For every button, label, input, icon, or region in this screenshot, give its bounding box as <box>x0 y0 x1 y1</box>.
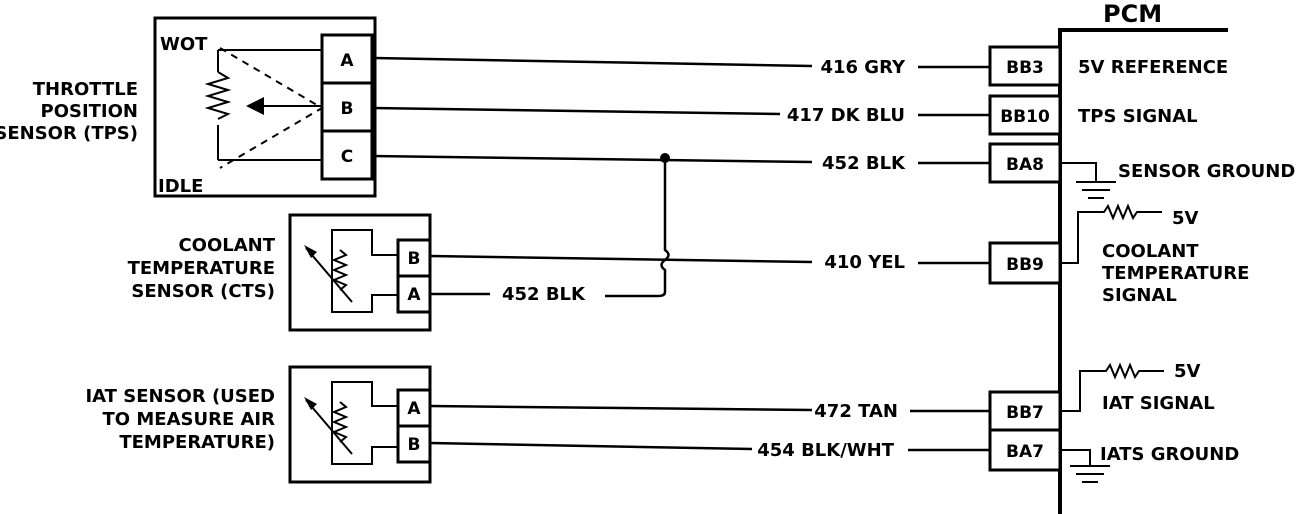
wire-416-left <box>371 56 813 68</box>
pcm-terminal-bb10-label: BB10 <box>1000 107 1050 127</box>
cts-pin-b: B <box>408 249 421 269</box>
iat-pin-b: B <box>408 435 421 455</box>
iat-label-line1: IAT SENSOR (USED <box>85 386 275 407</box>
wire-472-left <box>429 404 813 412</box>
pcm-bb3-function: 5V REFERENCE <box>1078 57 1228 78</box>
tps-pin-b: B <box>341 99 354 119</box>
pcm-terminal-bb9-label: BB9 <box>1006 255 1044 275</box>
cts-variable-arrow <box>305 247 353 303</box>
pcm-bb9-function-line3: SIGNAL <box>1102 285 1177 306</box>
pcm-terminal-ba7 <box>988 428 1062 472</box>
iat-variable-arrow <box>305 399 353 455</box>
cts-pin-b-box <box>396 238 432 278</box>
pcm-title: PCM <box>1103 0 1162 28</box>
iat-thermistor-icon <box>331 401 349 443</box>
pcm-outline <box>1058 28 1228 514</box>
pcm-bb7-function: IAT SIGNAL <box>1102 393 1215 414</box>
pcm-terminal-bb3 <box>988 45 1062 87</box>
tps-sensor: WOT IDLE A B C <box>153 16 377 198</box>
pcm-bb9-function-line1: COOLANT <box>1102 241 1199 262</box>
iat-label-line3: TEMPERATURE) <box>119 432 275 453</box>
pcm-terminal-bb10 <box>988 94 1062 136</box>
iat-pullup-resistor-icon <box>1060 362 1164 412</box>
cts-pullup-resistor-icon <box>1060 203 1162 264</box>
cts-pin-a: A <box>407 285 421 305</box>
tps-pin-c-box <box>320 129 374 181</box>
wire-454-label: 454 BLK/WHT <box>757 440 894 461</box>
wire-417-label: 417 DK BLU <box>787 105 905 126</box>
iat-element-outline <box>331 381 398 465</box>
tps-label-line2: POSITION <box>41 101 139 122</box>
pcm-terminal-bb7-label: BB7 <box>1006 403 1044 423</box>
cts-thermistor-icon <box>331 249 349 291</box>
sensor-ground-icon <box>1060 162 1116 199</box>
tps-internal-leads <box>217 49 322 161</box>
tps-label-line1: THROTTLE <box>33 79 138 100</box>
cts-label-line1: COOLANT <box>178 235 275 256</box>
wire-410-label: 410 YEL <box>824 252 905 273</box>
tps-resistor-icon <box>204 71 232 120</box>
cts-arrow-head-icon <box>304 245 317 258</box>
wire-454-left <box>429 441 753 451</box>
iat-pin-b-box <box>396 424 432 464</box>
wire-410-left <box>429 254 813 264</box>
tps-wiper-arrow-icon <box>246 97 264 115</box>
pcm-ba8-function: SENSOR GROUND <box>1118 161 1295 182</box>
wire-452-splice-drop <box>605 158 670 298</box>
tps-pin-c: C <box>341 147 353 167</box>
cts-label-line2: TEMPERATURE <box>128 258 275 279</box>
tps-wot-label: WOT <box>160 34 208 55</box>
cts-pullup-5v: 5V <box>1172 208 1199 229</box>
cts-element-outline <box>331 229 398 313</box>
iat-pin-a: A <box>407 399 421 419</box>
wire-452-cts-label: 452 BLK <box>502 284 586 305</box>
wire-452-left <box>371 154 813 164</box>
pcm-terminal-ba8-label: BA8 <box>1006 155 1044 175</box>
wire-417-left <box>371 106 781 116</box>
wire-452-label: 452 BLK <box>822 153 906 174</box>
wire-472-label: 472 TAN <box>814 401 898 422</box>
wire-416-label: 416 GRY <box>820 57 905 78</box>
pcm-ba7-function: IATS GROUND <box>1100 444 1239 465</box>
cts-label-line3: SENSOR (CTS) <box>131 281 275 302</box>
cts-sensor: B A <box>288 213 432 332</box>
pcm-terminal-ba8 <box>988 142 1062 184</box>
iat-label-line2: TO MEASURE AIR <box>103 409 276 430</box>
iats-ground-icon <box>1060 449 1110 483</box>
pcm-terminal-ba7-label: BA7 <box>1006 442 1044 462</box>
pcm-terminal-bb7 <box>988 390 1062 432</box>
tps-label-line3: SENSOR (TPS) <box>0 123 138 144</box>
iat-pullup-5v: 5V <box>1174 361 1201 382</box>
pcm-terminal-bb3-label: BB3 <box>1006 58 1044 78</box>
tps-pin-a: A <box>340 51 354 71</box>
pcm-bb10-function: TPS SIGNAL <box>1078 106 1198 127</box>
iat-sensor: A B <box>288 365 432 484</box>
pcm-bb9-function-line2: TEMPERATURE <box>1102 263 1249 284</box>
iat-arrow-head-icon <box>304 397 317 410</box>
tps-idle-label: IDLE <box>158 176 203 197</box>
pcm: PCM BB3 BB10 BA8 BB9 BB7 BA7 5V REFERENC… <box>988 0 1295 514</box>
